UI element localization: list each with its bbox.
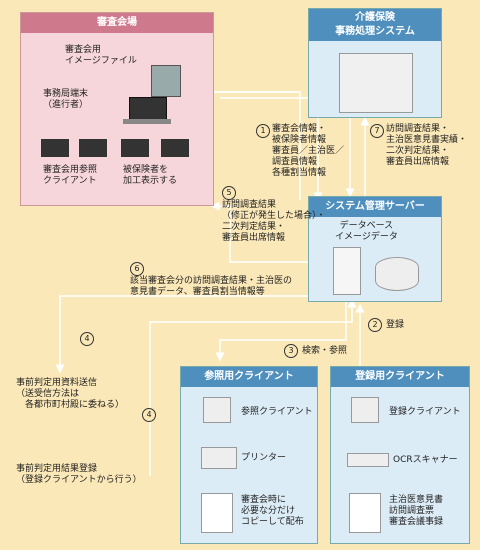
scanner-label: OCRスキャナー <box>393 455 458 465</box>
reference-client-title: 参照用クライアント <box>181 367 317 387</box>
flow-1-text: 審査会情報・ 被保険者情報 審査員／主治医／ 調査員情報 各種割当情報 <box>272 124 345 178</box>
documents-icon <box>349 493 381 533</box>
flow-2-number: 2 <box>368 318 382 332</box>
pc-icon <box>351 397 379 423</box>
documents-label: 主治医意見書 訪問調査票 審査会議事録 <box>389 495 444 527</box>
registration-client-title: 登録用クライアント <box>331 367 469 387</box>
client-ref-label: 審査会用参照 クライアント <box>43 165 98 186</box>
flow-3-text: 検索・参照 <box>302 346 348 356</box>
kaigo-system-panel: 介護保険 事務処理システム <box>308 8 442 118</box>
flow-4b-number: 4 <box>142 408 156 422</box>
flow-3-number: 3 <box>284 344 298 358</box>
shinsa-venue-panel: 審査会場 審査会用 イメージファイル 事務局端末 （進行者） 審査会用参照 クラ… <box>20 12 214 206</box>
client-laptop-icon <box>161 139 189 157</box>
flow-5-text: 訪問調査結果 （修正が発生した場合）・ 二次判定結果・ 審査員出席情報 <box>222 200 326 243</box>
system-server-title: システム管理サーバー <box>309 197 441 217</box>
flow-6-number: 6 <box>130 262 144 276</box>
client-laptop-icon <box>41 139 69 157</box>
client-laptop-icon <box>79 139 107 157</box>
flow-4a-number: 4 <box>80 332 94 346</box>
flow-1-number: 1 <box>256 124 270 138</box>
main-laptop-icon <box>129 97 167 121</box>
kaigo-system-title: 介護保険 事務処理システム <box>309 9 441 41</box>
shinsa-server-icon <box>151 65 181 97</box>
flow-4a-text: 事前判定用資料送信 （送受信方法は 各都市町村殿に委ねる） <box>16 378 125 410</box>
system-server-panel: システム管理サーバー データベース イメージデータ <box>308 196 442 302</box>
registration-client-panel: 登録用クライアント 登録クライアント OCRスキャナー 主治医意見書 訪問調査票… <box>330 366 470 544</box>
client-laptop-icon <box>121 139 149 157</box>
shinsa-venue-title: 審査会場 <box>21 13 213 33</box>
printer-label: プリンター <box>241 453 287 463</box>
flow-2-text: 登録 <box>386 320 405 330</box>
image-file-label: 審査会用 イメージファイル <box>65 45 137 66</box>
distribute-label: 審査会時に 必要な分だけ コピーして配布 <box>241 495 304 527</box>
mainframe-icon <box>339 53 413 113</box>
flow-6-text: 該当審査会分の訪問調査結果・主治医の 意見書データ、審査員割当情報等 <box>130 276 293 297</box>
reference-client-label: 参照クライアント <box>241 407 313 417</box>
process-note-label: 被保険者を 加工表示する <box>123 165 178 186</box>
pc-icon <box>203 397 231 423</box>
scanner-icon <box>347 453 389 467</box>
db-label: データベース イメージデータ <box>335 221 398 242</box>
flow-7-number: 7 <box>370 124 384 138</box>
server-tower-icon <box>333 247 361 295</box>
flow-4b-text: 事前判定用結果登録 （登録クライアントから行う） <box>16 464 142 485</box>
flow-7-text: 訪問調査結果・ 主治医意見書実績・ 二次判定結果・ 審査員出席情報 <box>386 124 468 167</box>
reference-client-panel: 参照用クライアント 参照クライアント プリンター 審査会時に 必要な分だけ コピ… <box>180 366 318 544</box>
documents-icon <box>201 493 233 533</box>
flow-5-number: 5 <box>222 186 236 200</box>
terminal-label: 事務局端末 （進行者） <box>43 89 89 110</box>
registration-client-label: 登録クライアント <box>389 407 461 417</box>
printer-icon <box>201 447 237 469</box>
database-icon <box>375 257 419 291</box>
